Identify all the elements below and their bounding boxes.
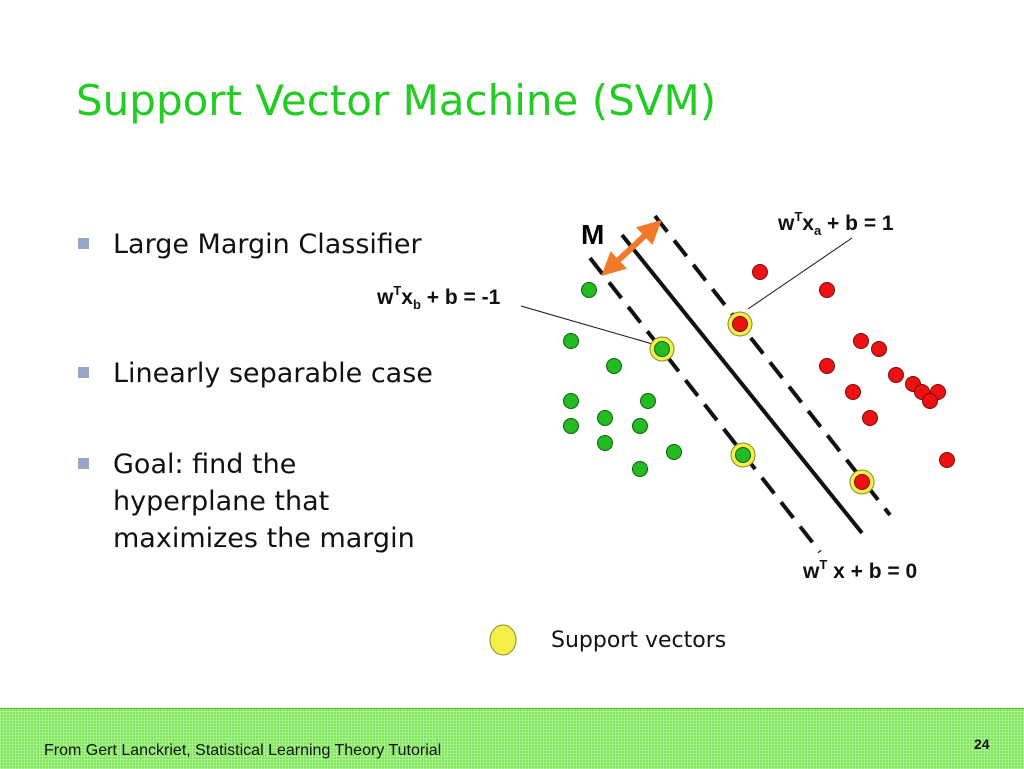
negative-equation-callout [520,305,657,346]
negative-class-point [581,282,597,298]
negative-class-point [563,333,579,349]
positive-class-point [871,341,887,357]
decision-boundary-equation: wT x + b = 0 [802,557,917,583]
positive-class-point [853,333,869,349]
bullet-square-icon [78,367,89,378]
positive-class-point [939,452,955,468]
negative-class-point [563,418,579,434]
bullet-text: Linearly separable case [113,358,433,389]
positive-class-point [819,282,835,298]
margin-arrow [601,219,662,277]
positive-class-point [732,316,748,332]
positive-class-point [819,358,835,374]
bullet-square-icon [78,458,89,469]
positive-class-point [752,264,768,280]
negative-class-point [606,358,622,374]
negative-class-point [640,393,656,409]
negative-class-point [563,393,579,409]
positive-margin-line [653,214,892,517]
footer-credit: From Gert Lanckriet, Statistical Learnin… [44,742,442,759]
negative-class-point [632,461,648,477]
footer-bar: From Gert Lanckriet, Statistical Learnin… [0,708,1024,769]
positive-class-point [922,393,938,409]
negative-class-point [654,341,670,357]
bullet-text: Goal: find the hyperplane that maximizes… [113,449,415,554]
negative-class-point [735,447,751,463]
negative-class-point [632,418,648,434]
positive-equation-callout [747,237,853,310]
svm-diagram: M [376,209,955,656]
negative-class-point [666,444,682,460]
negative-class-point [597,435,613,451]
positive-class-point [862,410,878,426]
decision-boundary-line [620,233,864,535]
negative-class-point [597,410,613,426]
negative-margin-line [588,256,822,554]
positive-class-point [888,367,904,383]
page-number: 24 [974,736,990,752]
slide-title: Support Vector Machine (SVM) [76,76,717,125]
bullet-text: Large Margin Classifier [113,229,422,260]
support-vectors-legend-label: Support vectors [551,628,727,653]
positive-class-point [854,474,870,490]
positive-margin-equation: wTxa + b = 1 [777,209,894,238]
negative-margin-equation: wTxb + b = -1 [376,283,501,312]
positive-class-point [845,384,861,400]
margin-label: M [581,219,604,250]
support-vector-legend-icon [489,624,517,656]
bullet-square-icon [78,238,89,249]
